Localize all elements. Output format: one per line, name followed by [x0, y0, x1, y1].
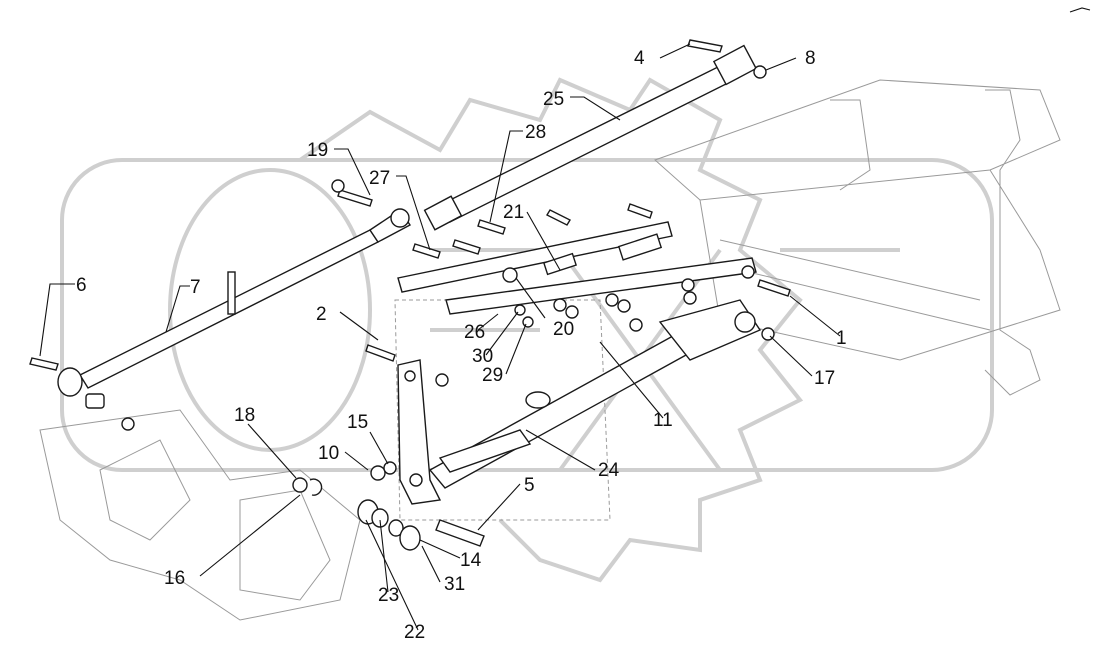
bracket-15	[121, 344, 485, 551]
callout-30: 30	[472, 346, 493, 367]
callout-24: 24	[598, 460, 620, 481]
callout-15: 15	[347, 412, 368, 433]
callout-7: 7	[190, 277, 201, 298]
callout-29: 29	[482, 365, 503, 386]
corner-mark	[1069, 7, 1091, 13]
callout-23: 23	[378, 585, 399, 606]
callout-27: 27	[369, 168, 390, 189]
callout-6: 6	[76, 275, 87, 296]
callout-26: 26	[464, 322, 485, 343]
callout-28: 28	[525, 122, 546, 143]
plates-26-27	[397, 203, 791, 332]
callout-11: 11	[653, 410, 673, 431]
callout-31: 31	[444, 574, 465, 595]
callout-21: 21	[503, 202, 524, 223]
rod-7	[29, 179, 412, 409]
callout-1: 1	[836, 328, 847, 349]
callout-25: 25	[543, 89, 564, 110]
callout-19: 19	[307, 140, 328, 161]
background-frame	[39, 79, 1061, 621]
callout-8: 8	[805, 48, 816, 69]
callout-17: 17	[814, 368, 835, 389]
callout-5: 5	[524, 475, 535, 496]
callout-14: 14	[460, 550, 482, 571]
lower-arm-24	[428, 299, 775, 489]
callout-4: 4	[634, 48, 645, 69]
callout-16: 16	[164, 568, 185, 589]
callout-22: 22	[404, 622, 425, 643]
callout-18: 18	[234, 405, 255, 426]
leader-lines	[39, 43, 841, 631]
callout-labels: 1 2 4 5 6 7 8 10 11 14 15 16 17 18 19 20…	[76, 48, 847, 643]
callout-10: 10	[318, 443, 339, 464]
top-tube-25	[423, 39, 767, 231]
callout-2: 2	[316, 304, 327, 325]
callout-20: 20	[553, 319, 574, 340]
